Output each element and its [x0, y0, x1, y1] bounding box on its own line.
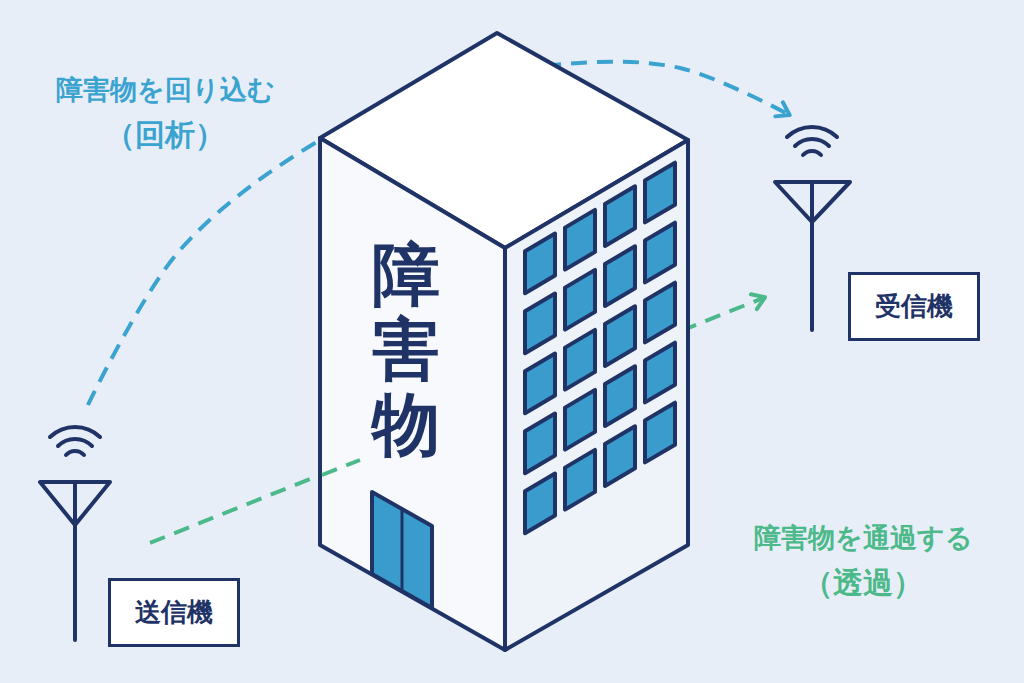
window: [645, 283, 675, 343]
obstacle-building: 障害物: [315, 28, 695, 658]
receiver-label-box: 受信機: [848, 272, 980, 341]
transmission-caption: 障害物を通過する: [728, 520, 998, 556]
transmitter-antenna: [40, 427, 110, 640]
window: [605, 186, 635, 246]
building-side-face: [505, 140, 688, 650]
wave: [787, 127, 837, 137]
door-split: [401, 509, 404, 591]
transmitter-label-box: 送信機: [108, 578, 240, 647]
receiver-node: 受信機: [765, 115, 850, 340]
obstacle-label: 障害物: [372, 238, 440, 462]
window: [605, 246, 635, 306]
wave: [50, 427, 100, 437]
transmission-term: （透過）: [728, 563, 998, 604]
window: [525, 234, 555, 294]
transmitter-node: 送信機: [35, 405, 150, 650]
diffraction-caption: 障害物を回り込む: [30, 72, 300, 108]
antenna-mast: [73, 482, 77, 640]
wave: [66, 451, 84, 455]
window: [605, 426, 635, 486]
window: [565, 210, 595, 270]
window: [645, 223, 675, 283]
wave: [58, 439, 92, 446]
window: [525, 414, 555, 474]
window: [645, 403, 675, 463]
window: [605, 306, 635, 366]
window: [525, 294, 555, 354]
window: [645, 343, 675, 403]
transmission-path-on-face: [322, 460, 360, 475]
window: [565, 390, 595, 450]
entrance-door: [372, 492, 432, 608]
window: [605, 366, 635, 426]
window: [565, 330, 595, 390]
window: [565, 450, 595, 510]
wave: [795, 139, 829, 146]
receiver-antenna: [775, 127, 850, 330]
window: [525, 354, 555, 414]
window: [565, 270, 595, 330]
antenna-mast: [810, 182, 814, 330]
window: [525, 474, 555, 534]
diffraction-term: （回析）: [30, 115, 300, 156]
building-front-face: [320, 138, 505, 650]
wave: [803, 151, 821, 155]
window: [645, 163, 675, 223]
